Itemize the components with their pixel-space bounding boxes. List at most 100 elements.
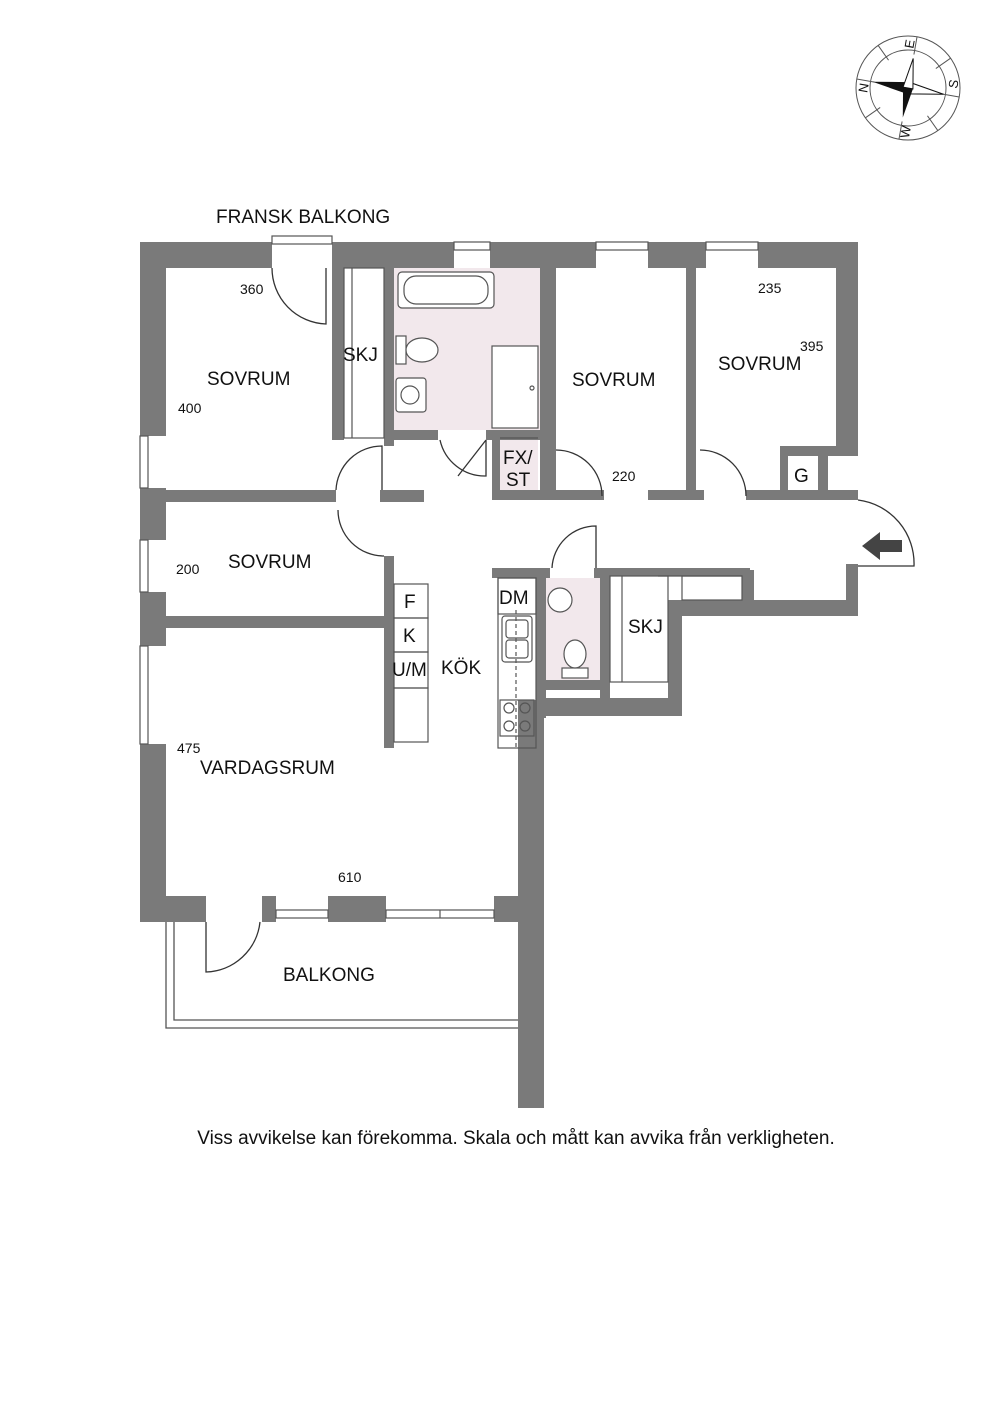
compass-west-letter: W <box>897 124 914 139</box>
balcony-rail-inner <box>173 922 518 1021</box>
window-frame-fransk <box>271 235 333 245</box>
dim-360: 360 <box>240 281 264 297</box>
stove-burner-4 <box>519 720 531 732</box>
label-fx-st-2: ST <box>506 470 531 491</box>
label-kok: KÖK <box>441 658 481 679</box>
window-frame-w2 <box>139 539 149 593</box>
dim-400: 400 <box>178 400 202 416</box>
wardrobe-skj-right <box>609 575 669 683</box>
sink-basin-2 <box>505 639 529 659</box>
label-sovrum-top-right: SOVRUM <box>718 354 801 375</box>
wall-skj-right-top <box>610 568 750 576</box>
door-swings <box>205 267 915 973</box>
french-balcony-opening <box>272 242 332 268</box>
wall-bath-east <box>540 268 556 496</box>
wall-east-tail <box>518 700 544 1108</box>
compass-south-letter: S <box>945 78 961 89</box>
bathtub-inner <box>403 275 489 305</box>
label-skj-right: SKJ <box>628 617 663 638</box>
window-bed3 <box>596 242 648 268</box>
label-sovrum-top-mid: SOVRUM <box>572 370 655 391</box>
label-fx-st-1: FX/ <box>503 448 533 469</box>
door-bed4 <box>699 449 747 497</box>
window-west-2 <box>140 540 166 592</box>
g-room-white <box>788 456 818 490</box>
dim-200: 200 <box>176 561 200 577</box>
label-dm: DM <box>499 588 529 609</box>
wall-bed1-east <box>384 268 394 446</box>
wall-wc-south <box>536 680 610 690</box>
sink <box>501 615 533 663</box>
shower-drain <box>529 385 535 391</box>
window-west-3 <box>140 646 166 744</box>
entrance-arrow-icon <box>862 532 902 560</box>
dim-235: 235 <box>758 280 782 296</box>
entrance-opening <box>846 500 858 564</box>
stove <box>499 699 535 737</box>
compass-east-letter: E <box>901 38 917 49</box>
sink-basin-1 <box>505 619 529 639</box>
window-frame-w3 <box>139 645 149 745</box>
toilet-tank <box>395 335 407 365</box>
wall-bed2-east <box>384 556 394 628</box>
compass-needle-east <box>902 58 914 90</box>
dimension-labels: 360 400 235 395 220 200 475 610 <box>176 280 824 885</box>
wall-bed4-south-b <box>746 490 858 500</box>
wall-wc-east <box>600 568 610 698</box>
wall-kitchen-right-v <box>536 568 546 718</box>
kitchen-left-cabinet <box>393 687 429 743</box>
wall-kitchen-right <box>492 568 544 578</box>
compass-north-letter: N <box>855 82 871 94</box>
door-bath <box>439 439 487 477</box>
wall-step-h1 <box>668 600 758 616</box>
label-skj-top: SKJ <box>343 345 378 366</box>
wall-corridor-south <box>544 698 682 716</box>
window-frame-bed4 <box>705 241 759 251</box>
door-bed1 <box>335 445 383 491</box>
wall-g-right <box>818 446 828 496</box>
dishwasher <box>497 577 537 615</box>
hall-shelf <box>681 575 743 601</box>
label-k: K <box>403 626 416 647</box>
wc-toilet-tank <box>561 667 589 679</box>
window-bath <box>454 242 490 268</box>
wall-bed3-south-b <box>648 490 698 500</box>
compass-ring-inner <box>869 49 947 127</box>
wall-step-v2 <box>668 600 682 716</box>
stove-burner-1 <box>503 702 515 714</box>
window-frame-bath <box>453 241 491 251</box>
door-bed3 <box>555 449 603 497</box>
balcony-door-opening <box>206 896 262 922</box>
label-g: G <box>794 466 809 487</box>
compass-needle <box>872 58 944 118</box>
window-west-1 <box>140 436 166 488</box>
stove-burner-3 <box>503 720 515 732</box>
label-vardagsrum: VARDAGSRUM <box>200 758 335 779</box>
wall-bed1-south-b <box>380 490 424 502</box>
dim-220: 220 <box>612 468 636 484</box>
window-frame-w1 <box>139 435 149 489</box>
wall-bed1-south <box>140 490 336 502</box>
label-fransk-balkong: FRANSK BALKONG <box>216 207 390 228</box>
label-sovrum-top-left: SOVRUM <box>207 369 290 390</box>
toilet-bowl <box>405 337 439 363</box>
balcony-outline <box>165 922 518 1029</box>
compass-needle-north <box>872 81 910 94</box>
wall-east-bottom <box>750 600 858 616</box>
stove-burner-2 <box>519 702 531 714</box>
label-balkong: BALKONG <box>283 965 375 986</box>
door-bath-leaf <box>457 439 487 477</box>
washbasin-drain <box>400 385 420 405</box>
wall-g-left <box>780 446 788 496</box>
wall-fx-south <box>492 490 556 500</box>
wall-bed4-south <box>696 490 704 500</box>
door-wc <box>551 525 597 569</box>
wall-bed3-east <box>686 268 696 498</box>
window-frame-bed3 <box>595 241 649 251</box>
wall-bed3-south <box>556 490 604 500</box>
door-fransk <box>271 267 327 325</box>
bathroom-fixtures <box>395 271 589 679</box>
dim-610: 610 <box>338 869 362 885</box>
wall-east-upper <box>836 242 858 456</box>
